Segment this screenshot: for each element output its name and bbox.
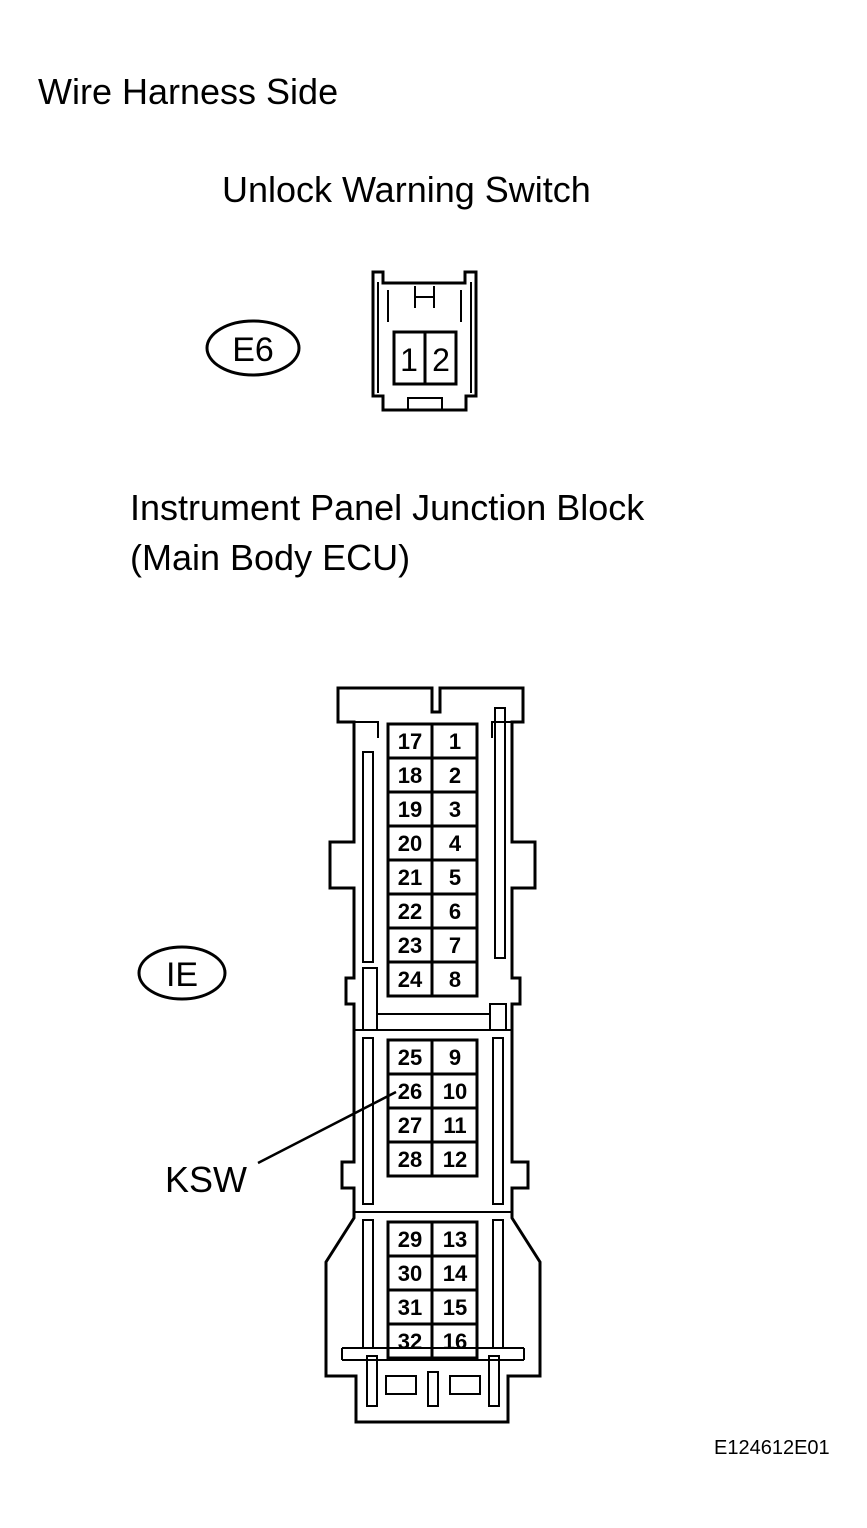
ie-pin-25: 25	[398, 1045, 422, 1070]
ie-pin-6: 6	[449, 899, 461, 924]
ksw-callout-label: KSW	[165, 1159, 248, 1200]
ie-tag-oval	[137, 945, 227, 1001]
ie-tag: IE	[166, 956, 198, 994]
ie-pin-20: 20	[398, 831, 422, 856]
ie-pin-24: 24	[398, 967, 423, 992]
ksw-leader-line	[257, 1090, 397, 1165]
ie-pin-21: 21	[398, 865, 422, 890]
ie-pin-block-2	[386, 1038, 479, 1178]
e6-pin-1: 1	[400, 342, 418, 378]
ie-pin-14: 14	[443, 1261, 468, 1286]
page-heading: Wire Harness Side	[38, 71, 339, 112]
ie-pin-7: 7	[449, 933, 461, 958]
ie-pin-17: 17	[398, 729, 422, 754]
ie-pin-11: 11	[443, 1113, 466, 1138]
junction-block-title: Instrument Panel Junction Block	[130, 487, 645, 528]
junction-block-subtitle: (Main Body ECU)	[130, 537, 411, 578]
e6-tag: E6	[232, 331, 274, 369]
ie-pin-31: 31	[398, 1295, 422, 1320]
ie-connector	[324, 686, 542, 1424]
figure-code: E124612E01	[714, 1437, 830, 1459]
ie-pin-10: 10	[443, 1079, 467, 1104]
ie-pin-29: 29	[398, 1227, 422, 1252]
ie-pin-19: 19	[398, 797, 422, 822]
ie-pin-26: 26	[398, 1079, 422, 1104]
ie-pin-2: 2	[449, 763, 461, 788]
ie-pin-13: 13	[443, 1227, 467, 1252]
ie-pin-27: 27	[398, 1113, 422, 1138]
ie-pin-5: 5	[449, 865, 461, 890]
ie-pin-32: 32	[398, 1329, 422, 1354]
ie-pin-4: 4	[449, 831, 462, 856]
e6-pin-2: 2	[432, 342, 450, 378]
ie-pin-3: 3	[449, 797, 461, 822]
ie-pin-18: 18	[398, 763, 422, 788]
unlock-switch-title: Unlock Warning Switch	[222, 169, 591, 210]
ie-pin-28: 28	[398, 1147, 422, 1172]
e6-connector	[371, 270, 478, 412]
ie-pin-12: 12	[443, 1147, 467, 1172]
ie-pin-23: 23	[398, 933, 422, 958]
ie-pin-9: 9	[449, 1045, 461, 1070]
ie-pin-block-1	[386, 722, 479, 998]
ie-pin-8: 8	[449, 967, 461, 992]
ie-pin-30: 30	[398, 1261, 422, 1286]
ie-pin-16: 16	[443, 1329, 467, 1354]
ie-pin-15: 15	[443, 1295, 467, 1320]
ie-pin-block-3	[386, 1220, 479, 1360]
ie-pin-22: 22	[398, 899, 422, 924]
ie-pin-1: 1	[449, 729, 461, 754]
e6-tag-oval	[205, 319, 301, 377]
